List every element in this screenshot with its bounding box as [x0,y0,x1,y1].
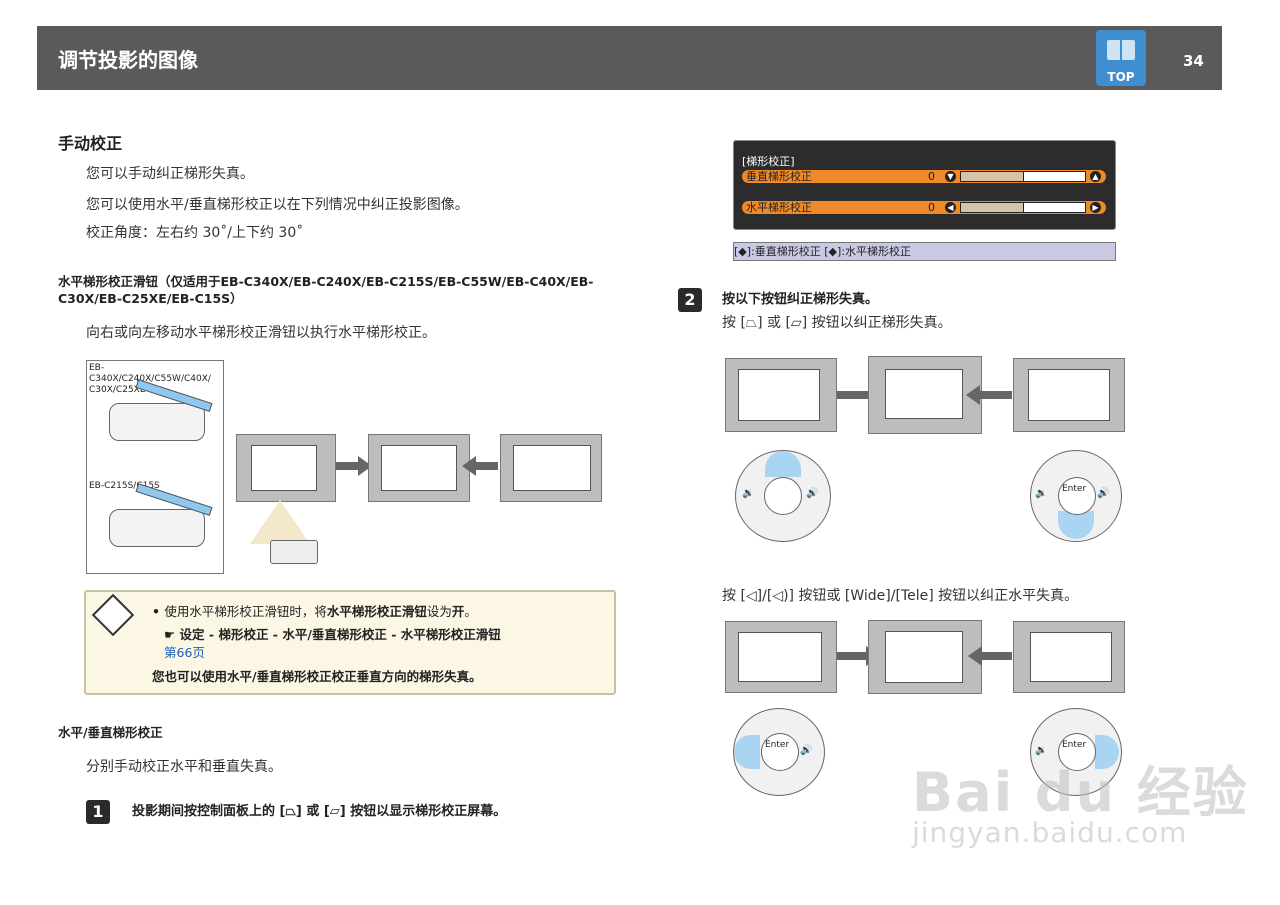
page-header [37,26,1222,90]
control-pad-left[interactable]: Enter 🔊 [733,708,825,796]
control-pad-right[interactable]: Enter 🔉 🔊 [1030,450,1122,542]
note-bullet: 您也可以使用水平/垂直梯形校正校正垂直方向的梯形失真。 [152,669,482,684]
book-icon [1107,40,1135,60]
keystone-screen-left [725,621,837,693]
volume-down-icon[interactable]: 🔉 [1035,745,1048,756]
keystone-screen-right [500,434,602,502]
subsection-title: 水平梯形校正滑钮（仅适用于EB-C340X/EB-C240X/EB-C215S/… [58,274,594,289]
left-icon: ◀ [945,202,956,213]
slider-housing [109,403,205,441]
volume-up-icon[interactable]: 🔊 [1097,488,1110,499]
step-text: 投影期间按控制面板上的 [⏢] 或 [⏥] 按钮以显示梯形校正屏幕。 [132,804,507,819]
paragraph: 向右或向左移动水平梯形校正滑钮以执行水平梯形校正。 [86,325,436,341]
keystone-osd: [梯形校正] 垂直梯形校正 0 ▼ ▲ 水平梯形校正 0 ◀ ▶ [733,140,1116,230]
projector-icon [270,540,318,564]
keystone-screen-left [236,434,336,502]
watermark-url: jingyan.baidu.com [912,816,1188,849]
keystone-screen-right [1013,621,1125,693]
keystone-screen-correct [868,356,982,434]
paragraph: 分别手动校正水平和垂直失真。 [86,759,282,775]
volume-up-icon[interactable]: 🔊 [800,745,813,756]
step-number: 1 [86,800,110,824]
slider-figure: EB-C340X/C240X/C55W/C40X/C30X/C25XE EB-C… [86,360,224,574]
osd-help-bar: [◆]:垂直梯形校正 [◆]:水平梯形校正 [733,242,1116,261]
top-label: TOP [1107,70,1135,84]
keystone-screen-right [1013,358,1125,432]
step-number: 2 [678,288,702,312]
note-link[interactable]: 第66页 [164,645,205,660]
volume-up-icon[interactable]: 🔊 [806,488,819,499]
control-pad-left[interactable]: 🔉 🔊 [735,450,831,542]
volume-down-icon[interactable]: 🔉 [1035,488,1048,499]
keystone-screen-correct [368,434,470,502]
control-pad-right[interactable]: Enter 🔉 [1030,708,1122,796]
figure-label: EB-C215S/C15S [89,481,160,491]
up-icon: ▲ [1090,171,1101,182]
right-icon: ▶ [1090,202,1101,213]
section-title: 手动校正 [58,134,123,153]
volume-down-icon[interactable]: 🔉 [742,488,755,499]
osd-vertical-row[interactable]: 垂直梯形校正 0 ▼ ▲ [742,170,1106,183]
paragraph: 校正角度：左右约 30˚/上下约 30˚ [86,225,304,241]
step-title: 按以下按钮纠正梯形失真。 [722,292,879,307]
light-beam [250,500,310,544]
step-text: 按 [◁]/[◁)] 按钮或 [Wide]/[Tele] 按钮以纠正水平失真。 [722,588,1079,604]
keystone-screen-correct [868,620,982,694]
arrow-left-icon [968,646,982,666]
page-title: 调节投影的图像 [58,48,198,72]
page-number: 34 [1183,52,1204,70]
figure-label: EB-C340X/C240X/C55W/C40X/C30X/C25XE [89,363,211,395]
subsection-title: C30X/EB-C25XE/EB-C15S） [58,291,243,306]
paragraph: 您可以使用水平/垂直梯形校正以在下列情况中纠正投影图像。 [86,197,469,213]
subsection-title: 水平/垂直梯形校正 [58,725,163,740]
keystone-screen-left [725,358,837,432]
step-text: 按 [⏢] 或 [⏥] 按钮以纠正梯形失真。 [722,315,952,331]
note-reference: ☛ 设定 - 梯形校正 - 水平/垂直梯形校正 - 水平梯形校正滑钮 [164,627,501,642]
osd-title: [梯形校正] [742,155,795,168]
arrow-left-icon [966,385,980,405]
watermark-logo: Bai du 经验 [912,761,1249,824]
paragraph: 您可以手动纠正梯形失真。 [86,166,254,182]
down-icon: ▼ [945,171,956,182]
slider-housing [109,509,205,547]
note-icon [91,593,135,637]
arrow-left-icon [462,456,476,476]
note-box: • 使用水平梯形校正滑钮时，将水平梯形校正滑钮设为开。 ☛ 设定 - 梯形校正 … [84,590,616,695]
osd-horizontal-row[interactable]: 水平梯形校正 0 ◀ ▶ [742,201,1106,214]
top-icon[interactable]: TOP [1096,30,1146,86]
note-bullet: • 使用水平梯形校正滑钮时，将水平梯形校正滑钮设为开。 [152,604,477,619]
